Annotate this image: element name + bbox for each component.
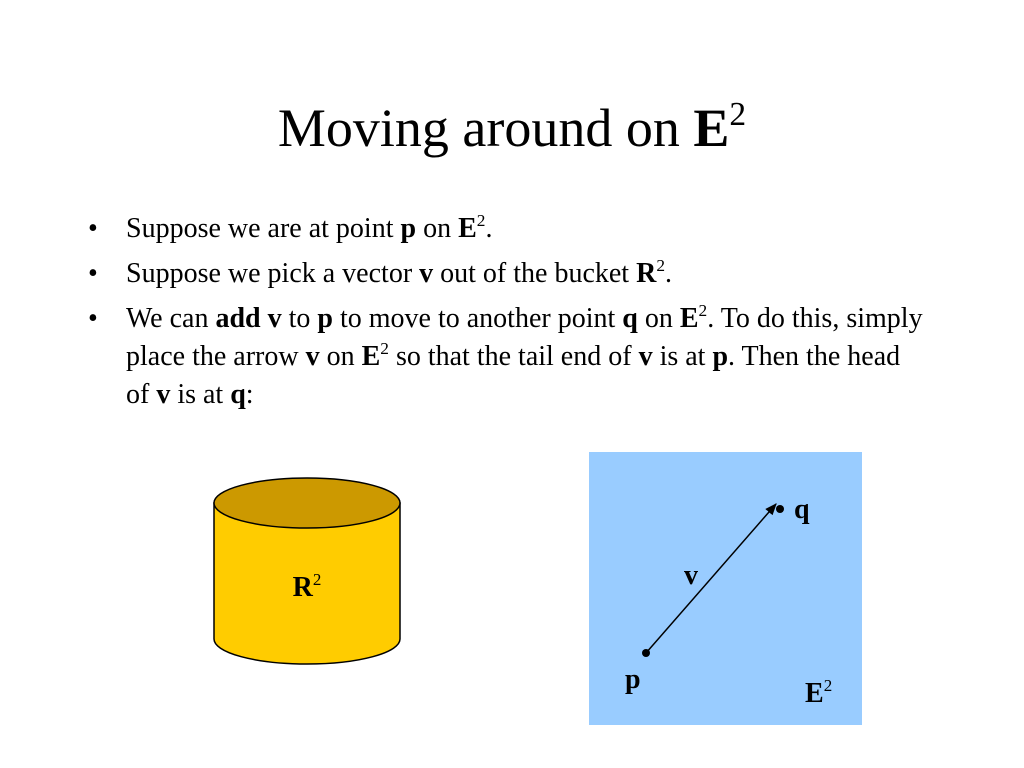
text-run: : — [245, 379, 254, 410]
bold-symbol: E — [679, 303, 699, 334]
plane-label: E2 — [805, 676, 832, 709]
bold-symbol: E — [361, 341, 381, 372]
bucket-body — [213, 502, 401, 665]
bold-symbol: p — [712, 341, 729, 372]
slide-title: Moving around on E2 — [0, 96, 1024, 161]
bold-symbol: R — [636, 258, 657, 289]
bold-symbol: q — [230, 379, 246, 410]
bold-symbol: v — [638, 341, 653, 372]
bold-symbol: q — [622, 303, 638, 334]
title-space-symbol: E — [693, 98, 730, 158]
text-run: Suppose we pick a vector — [126, 258, 420, 289]
bold-symbol: v — [156, 379, 171, 410]
bullet-item: • Suppose we pick a vector v out of the b… — [0, 255, 926, 293]
text-run: on — [319, 341, 362, 372]
plane-background — [589, 452, 862, 725]
text-run: . — [485, 213, 493, 244]
bucket-label: R2 — [293, 570, 322, 603]
bullet-text: Suppose we are at point p on E2. — [126, 211, 493, 244]
text-run: so that the tail end of — [388, 341, 639, 372]
text-run: is at — [170, 379, 231, 410]
bucket-label-letter: R — [293, 572, 314, 603]
text-run: to — [281, 303, 318, 334]
text-run: is at — [652, 341, 713, 372]
bold-symbol: add v — [215, 303, 282, 334]
superscript: 2 — [656, 256, 666, 276]
bullet-text: Suppose we pick a vector v out of the bu… — [126, 256, 673, 289]
point-q-label: q — [794, 494, 810, 525]
vector-label: v — [684, 560, 698, 591]
title-text: Moving around on — [277, 98, 694, 158]
text-run: on — [637, 303, 680, 334]
bucket-figure: R2 — [213, 477, 401, 665]
bullet-item: • We can add v to p to move to another po… — [0, 300, 926, 414]
bullet-list: •Suppose we are at point p on E2. •Suppo… — [0, 210, 1024, 421]
point-p-dot — [642, 649, 650, 657]
bucket-top — [213, 477, 401, 529]
title-superscript: 2 — [729, 96, 747, 134]
bucket-label-superscript: 2 — [313, 570, 322, 589]
bullet-text: We can add v to p to move to another poi… — [126, 301, 923, 410]
bold-symbol: p — [317, 303, 333, 334]
superscript: 2 — [476, 211, 486, 231]
text-run: . Then the head of — [126, 341, 901, 410]
text-run: to move to another point — [332, 303, 623, 334]
bullet-item: • Suppose we are at point p on E2. — [0, 210, 926, 248]
point-p-label: p — [625, 664, 641, 695]
plane-label-letter: E — [805, 678, 824, 709]
point-q-dot — [776, 505, 784, 513]
plane-figure: q v p E2 — [589, 452, 862, 725]
plane-label-superscript: 2 — [824, 676, 833, 695]
bold-symbol: v — [305, 341, 320, 372]
bullet-marker: • — [88, 303, 98, 334]
bold-symbol: E — [458, 213, 477, 244]
bullet-marker: • — [88, 258, 98, 289]
vector-arrow — [645, 503, 777, 654]
superscript: 2 — [698, 301, 708, 321]
bold-symbol: v — [419, 258, 434, 289]
text-run: We can — [126, 303, 216, 334]
text-run: . To do this, simply place the arrow — [126, 303, 923, 372]
text-run: out of the bucket — [433, 258, 637, 289]
text-run: on — [416, 213, 459, 244]
bold-symbol: p — [400, 213, 417, 244]
superscript: 2 — [380, 339, 389, 359]
text-run: . — [665, 258, 673, 289]
text-run: Suppose we are at point — [126, 213, 401, 244]
bullet-marker: • — [88, 213, 98, 244]
